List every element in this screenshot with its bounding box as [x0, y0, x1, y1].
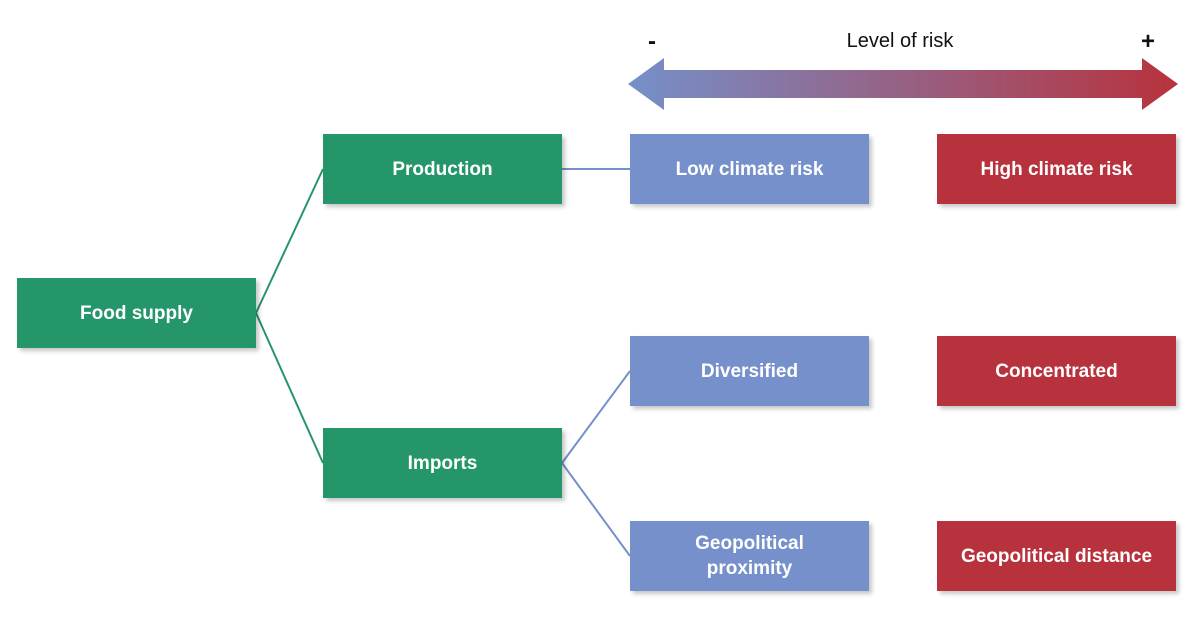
node-geopolitical-proximity: Geopolitical proximity — [630, 521, 869, 591]
node-concentrated: Concentrated — [937, 336, 1176, 406]
node-geopolitical-proximity-label: Geopolitical proximity — [695, 533, 804, 579]
connector-imports-diversified — [561, 370, 631, 464]
node-high-climate-risk: High climate risk — [937, 134, 1176, 204]
node-diversified: Diversified — [630, 336, 869, 406]
connector-food-supply-imports — [255, 312, 324, 464]
node-food-supply: Food supply — [17, 278, 256, 348]
node-geopolitical-distance: Geopolitical distance — [937, 521, 1176, 591]
node-diversified-label: Diversified — [700, 360, 799, 382]
node-low-climate-risk: Low climate risk — [630, 134, 869, 204]
risk-arrow-shape — [628, 58, 1178, 110]
risk-scale-title: Level of risk — [846, 30, 954, 52]
node-geopolitical-distance-label: Geopolitical distance — [960, 545, 1153, 567]
node-high-climate-risk-label: High climate risk — [980, 158, 1133, 180]
node-production-label: Production — [392, 158, 493, 180]
connector-imports-geopolitical-proximity — [561, 462, 631, 557]
node-imports: Imports — [323, 428, 562, 498]
risk-scale-high-symbol: + — [1141, 28, 1156, 55]
node-imports-label: Imports — [407, 452, 478, 474]
risk-scale-low-symbol: - — [648, 28, 656, 55]
node-concentrated-label: Concentrated — [995, 360, 1118, 382]
node-low-climate-risk-label: Low climate risk — [675, 158, 824, 180]
node-production: Production — [323, 134, 562, 204]
connector-food-supply-production — [255, 168, 324, 314]
node-food-supply-label: Food supply — [80, 302, 193, 324]
risk-gradient-arrow-icon — [628, 58, 1178, 110]
